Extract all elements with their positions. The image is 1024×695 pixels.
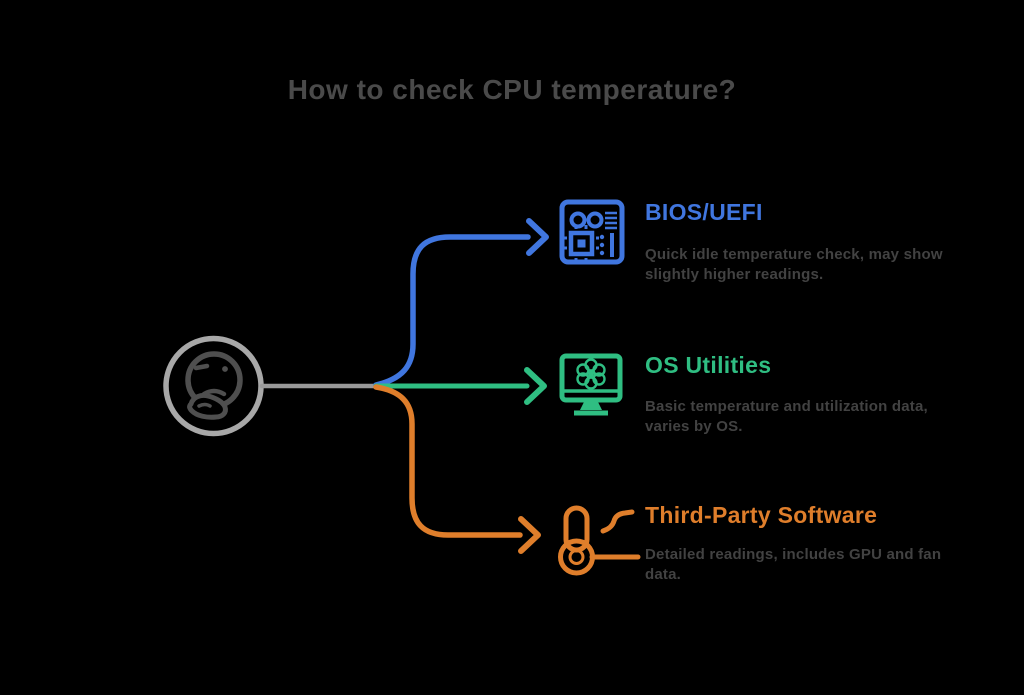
branch-desc-third: Detailed readings, includes GPU and fan … [645,546,942,583]
monitor-icon [559,353,623,416]
branch-desc-os: Basic temperature and utilization data, … [645,398,928,435]
atom-glyph [576,358,606,390]
bios-arrow-icon [526,218,549,256]
thinking-face-icon [163,335,264,437]
connector-bios [373,218,549,388]
thermometer-icon [558,505,641,576]
os-arrow-icon [524,367,547,405]
branch-label-os: OS Utilities [645,352,772,378]
third-arrow-icon [518,516,541,554]
connector-third [373,384,541,554]
connector-os [373,367,547,405]
branch-label-third: Third-Party Software [645,502,878,528]
branch-desc-bios: Quick idle temperature check, may show s… [645,246,943,283]
motherboard-icon [559,199,625,265]
page-title: How to check CPU temperature? [287,74,737,105]
branch-label-bios: BIOS/UEFI [645,199,763,225]
